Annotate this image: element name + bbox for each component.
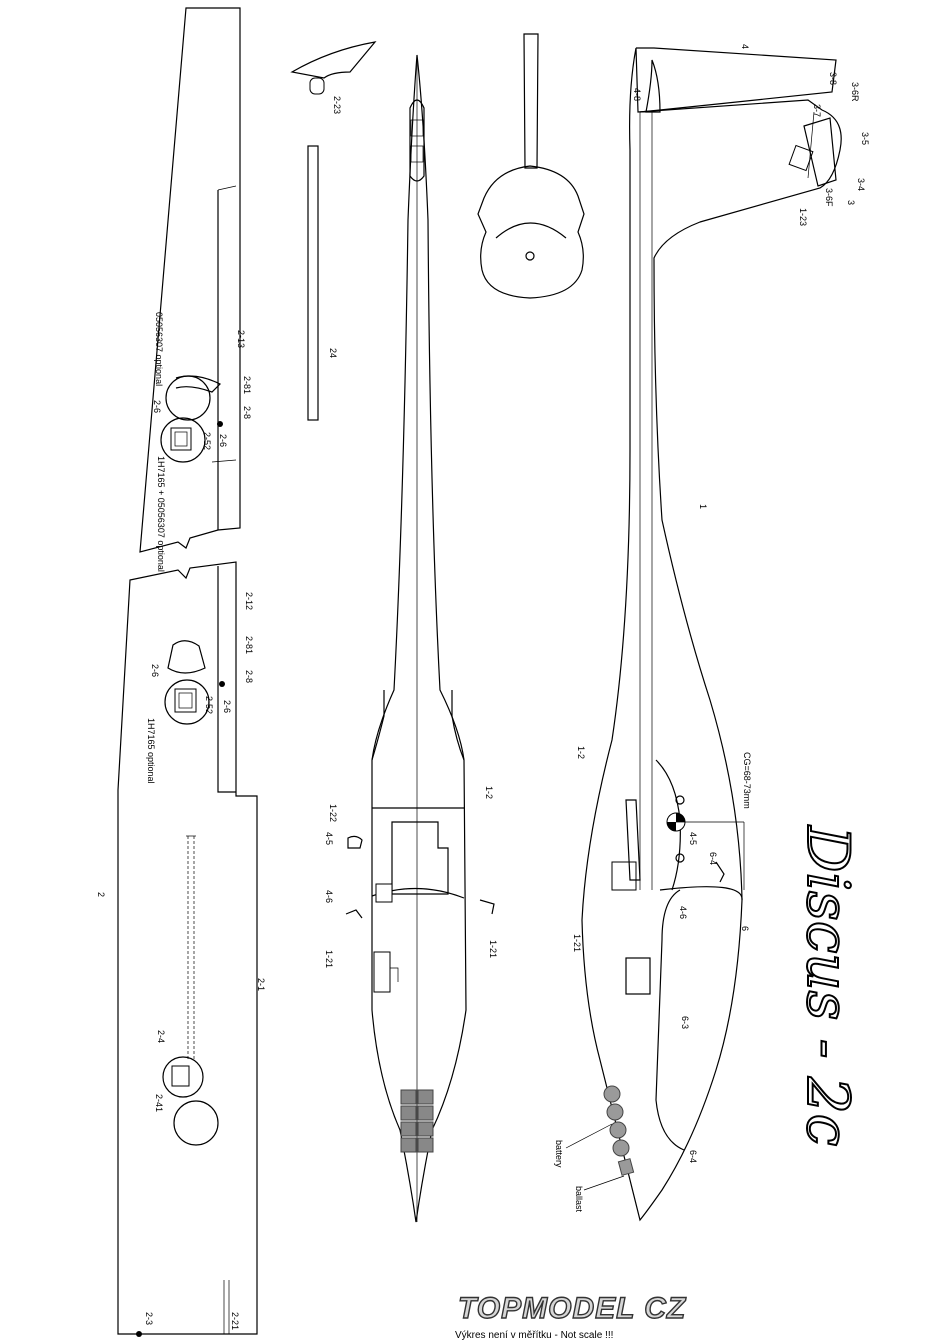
fuselage-side-view: 4 4-8 3-8 3-6R 3-7 3-5 3-4 3 3-6F 1-23 1… [554,44,870,1222]
wing-label: 2-81 [244,636,254,654]
top-label: 1-22 [328,804,338,822]
cg-label: CG=68-73mm [742,752,752,809]
wing-label: 2-81 [242,376,252,394]
wing-label: 2 [96,892,106,897]
side-label: 4 [740,44,750,49]
wing-label: 2-21 [230,1312,240,1330]
wing-joiner-part: 24 [307,145,338,421]
top-label: 1-21 [488,940,498,958]
wing-label: 2-3 [144,1312,154,1325]
top-label: 1-21 [324,950,334,968]
side-label: 3-5 [860,132,870,145]
side-label: 3-4 [856,178,866,191]
wing-label: 2-41 [154,1094,164,1112]
topmodel-logo: TOPMODEL CZ [458,1292,687,1325]
battery-label: battery [554,1140,564,1168]
fuselage-front-view [477,33,585,299]
optional-note: 05056307 optional [154,312,164,386]
wing-label: 2-4 [156,1030,166,1043]
wing-label: 2-8 [244,670,254,683]
side-label: 4-6 [678,906,688,919]
top-label: 1-2 [484,786,494,799]
wing-labels: 2 2-1 2-3 2-21 2-4 2-41 2-12 2-13 2-81 2… [96,312,266,1330]
ballast-weights [603,1085,635,1176]
side-label: 3-6F [824,188,834,207]
canopy-latch-part: 2-23 [290,41,377,114]
fuselage-top-view: 1-2 1-22 4-5 4-6 1-21 1-21 [324,54,498,1223]
wing-label: 2-6 [222,700,232,713]
wing-label: 2-6 [150,664,160,677]
wing-outer-panel [139,7,241,553]
side-label: 3-6R [850,82,860,102]
side-label: 1-23 [798,208,808,226]
model-title: Discus - 2c [794,825,862,1146]
wing-inner-panel [117,561,258,1337]
side-label: 6 [740,926,750,931]
side-label: 6-4 [688,1150,698,1163]
wing-label: 2-13 [236,330,246,348]
side-label: 4-8 [632,88,642,101]
wing-label: 2-8 [242,406,252,419]
part-label: 2-23 [332,96,342,114]
part-label: 24 [328,348,338,358]
side-label: 1-21 [572,934,582,952]
side-label: 4-5 [688,832,698,845]
top-label: 4-5 [324,832,334,845]
wing-label: 2-52 [202,432,212,450]
wing-label: 2-12 [244,592,254,610]
top-label: 4-6 [324,890,334,903]
side-label: 6-3 [680,1016,690,1029]
ballast-label: ballast [574,1186,584,1213]
side-label: 3-7 [812,104,822,117]
side-label: 3-8 [828,72,838,85]
wing-label: 2-6 [218,434,228,447]
side-label: 1 [698,504,708,509]
wing-label: 2-1 [256,978,266,991]
side-label: 6-4 [708,852,718,865]
battery-pack [400,1089,434,1153]
servo-note: 1H7165 + 05056307 optional [156,456,166,572]
side-label: 3 [846,200,856,205]
servo-note: 1H7165 optional [146,718,156,784]
wing-label: 2-52 [204,696,214,714]
scale-note: Výkres není v měřítku - Not scale !!! [455,1330,613,1341]
wing-label: 2-6 [152,400,162,413]
side-label: 1-2 [576,746,586,759]
